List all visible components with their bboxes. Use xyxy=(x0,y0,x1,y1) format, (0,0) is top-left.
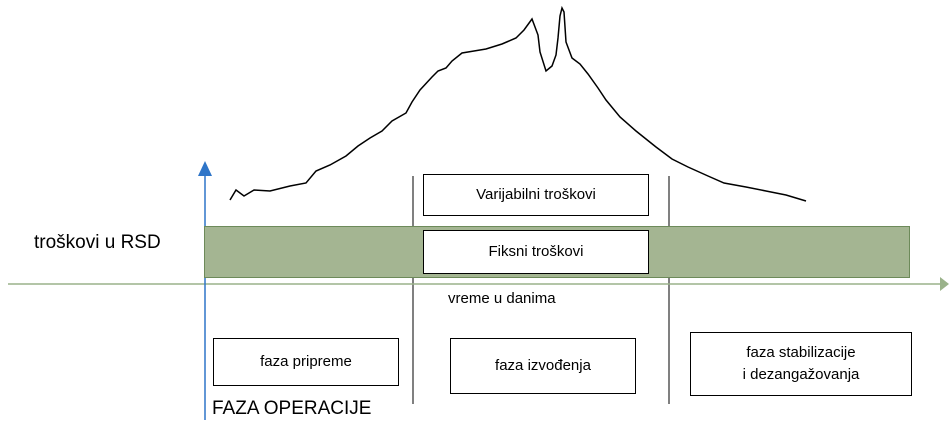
phases-title: FAZA OPERACIJE xyxy=(212,398,372,419)
variable-costs-label: Varijabilni troškovi xyxy=(476,186,596,203)
fixed-costs-label: Fiksni troškovi xyxy=(488,243,584,260)
phase-label: faza pripreme xyxy=(260,353,352,370)
variable-costs-box: Varijabilni troškovi xyxy=(423,174,649,216)
phase-box-execution: faza izvođenja xyxy=(450,338,636,394)
y-axis-arrowhead xyxy=(198,161,212,176)
variable-cost-curve xyxy=(229,5,807,202)
phase-label-line-1: faza stabilizacije xyxy=(746,344,856,361)
fixed-costs-box: Fiksni troškovi xyxy=(423,230,649,274)
phase-box-stabilization: faza stabilizacije i dezangažovanja xyxy=(690,332,912,396)
x-axis-label: vreme u danima xyxy=(448,290,556,307)
phase-label-line-2: i dezangažovanja xyxy=(742,366,860,383)
phase-box-preparation: faza pripreme xyxy=(213,338,399,386)
x-axis-arrowhead xyxy=(940,277,949,291)
y-axis-label: troškovi u RSD xyxy=(34,232,161,253)
phase-label: faza izvođenja xyxy=(495,357,591,374)
